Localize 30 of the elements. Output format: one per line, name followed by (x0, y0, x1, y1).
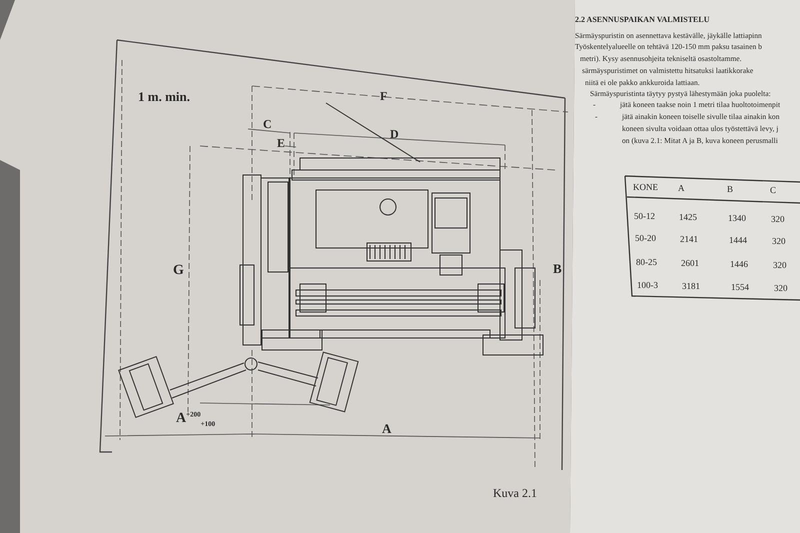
table-cell: 320 (771, 215, 784, 224)
figure-caption: Kuva 2.1 (493, 487, 537, 499)
table-cell: 2141 (680, 235, 698, 244)
table-cell: 50-12 (634, 212, 655, 221)
table-header: KONE (633, 183, 658, 192)
table-cell: 2601 (681, 259, 699, 268)
table-cell: 320 (773, 261, 786, 270)
dimension-label: A (382, 422, 392, 435)
table-cell: 320 (774, 284, 788, 293)
dimension-label: C (263, 118, 272, 130)
table-cell: 50-20 (635, 234, 656, 243)
table-cell: 1425 (679, 213, 697, 222)
clearance-label: 1 m. min. (138, 90, 190, 103)
table-cell: 100-3 (637, 281, 658, 290)
table-cell: 80-25 (636, 258, 657, 267)
table-header: C (770, 186, 776, 195)
table-cell: 1446 (730, 260, 748, 269)
dimension-label: B (553, 262, 562, 275)
dimension-label: E (277, 137, 286, 149)
table-header: A (678, 184, 684, 193)
table-cell: 1340 (728, 214, 746, 223)
section-heading: 2.2 ASENNUSPAIKAN VALMISTELU (575, 16, 710, 24)
table-header: B (727, 185, 734, 194)
table-cell: 320 (772, 237, 786, 246)
dimension-label: F (380, 90, 388, 102)
table-cell: 1554 (731, 283, 749, 292)
table-cell: 1444 (729, 236, 747, 245)
dimension-label: G (173, 264, 184, 278)
table-cell: 3181 (682, 282, 700, 291)
dimension-label: D (390, 128, 399, 140)
